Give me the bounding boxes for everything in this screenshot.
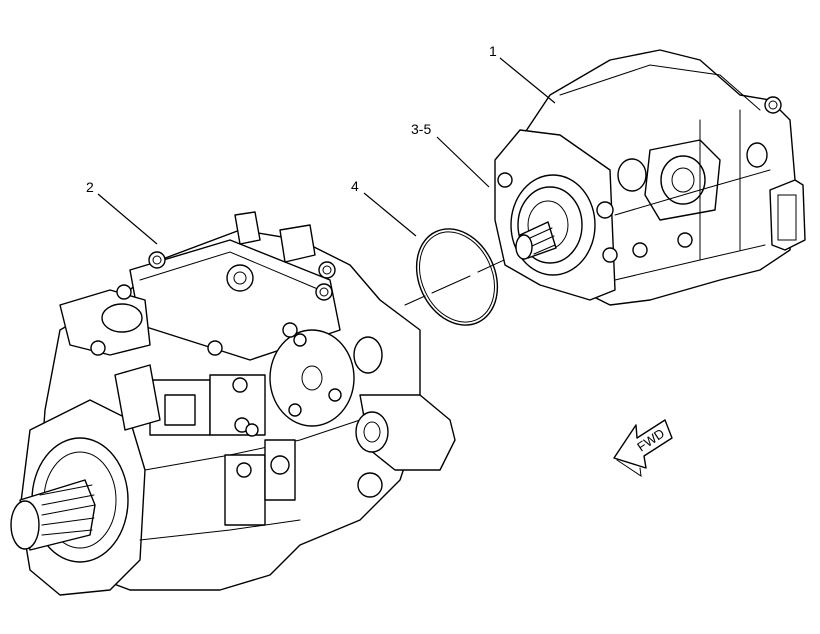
forward-arrow-icon: FWD — [613, 419, 673, 478]
callout-label-1: 1 — [489, 43, 497, 59]
leader-line-3-5 — [436, 136, 490, 188]
leader-lines — [97, 57, 556, 245]
leader-line-2 — [97, 193, 158, 245]
leader-line-1 — [499, 57, 556, 104]
callout-label-3-5: 3-5 — [411, 121, 431, 137]
callout-label-4: 4 — [351, 178, 359, 194]
callout-label-2: 2 — [86, 179, 94, 195]
pump-assembly-1 — [494, 49, 806, 306]
pump-assembly-2 — [10, 211, 456, 596]
leader-line-4 — [363, 192, 417, 237]
